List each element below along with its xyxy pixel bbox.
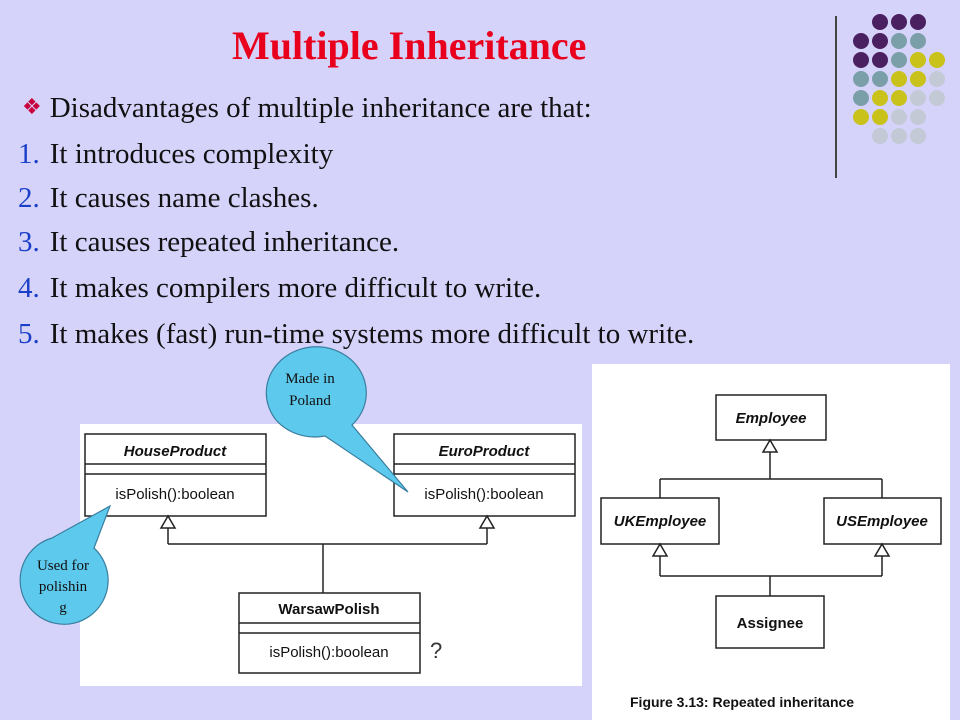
decorative-dot: [910, 71, 926, 87]
list-item: 1. It introduces complexity: [18, 138, 333, 171]
decorative-dot: [891, 33, 907, 49]
left-uml-diagram: HouseProduct isPolish():boolean EuroProd…: [80, 424, 582, 686]
decorative-dot: [891, 52, 907, 68]
list-text: It makes (fast) run-time systems more di…: [49, 318, 695, 350]
warsaw-polish-method: isPolish():boolean: [269, 644, 388, 661]
decorative-dot: [910, 33, 926, 49]
decorative-dot: [872, 71, 888, 87]
list-item: 5. It makes (fast) run-time systems more …: [18, 318, 694, 351]
callout-left-line2: polishin: [38, 579, 88, 595]
callout-used-for-polishing: [19, 504, 112, 625]
list-number: 4.: [18, 272, 40, 304]
decorative-dot: [929, 71, 945, 87]
euro-product-method: isPolish():boolean: [424, 486, 543, 503]
decorative-dot: [872, 14, 888, 30]
decorative-dot: [853, 33, 869, 49]
assignee-label: Assignee: [737, 615, 804, 632]
decorative-dot: [891, 71, 907, 87]
list-item: 2. It causes name clashes.: [18, 182, 319, 215]
house-product-method: isPolish():boolean: [115, 486, 234, 503]
decorative-dot: [872, 109, 888, 125]
list-text: It introduces complexity: [49, 138, 334, 170]
list-item: 4. It makes compilers more difficult to w…: [18, 272, 541, 305]
callout-top-line1: Made in: [285, 371, 335, 387]
slide-title: Multiple Inheritance: [232, 23, 587, 68]
list-text: It causes name clashes.: [49, 182, 319, 214]
callout-top-line2: Poland: [289, 393, 331, 409]
figure-caption: Figure 3.13: Repeated inheritance: [630, 694, 854, 710]
euro-product-label: EuroProduct: [439, 443, 531, 460]
decorative-dot: [929, 90, 945, 106]
list-text: It makes compilers more difficult to wri…: [49, 272, 542, 304]
list-number: 3.: [18, 226, 40, 258]
employee-label: Employee: [736, 410, 807, 427]
callout-top-text: Made in Poland: [270, 368, 350, 412]
list-number: 1.: [18, 138, 40, 170]
decorative-dot: [872, 33, 888, 49]
house-product-label: HouseProduct: [124, 443, 228, 460]
list-number: 5.: [18, 318, 40, 350]
uk-employee-label: UKEmployee: [614, 513, 707, 530]
callout-left-text: Used for polishin g: [28, 556, 98, 619]
decorative-dot: [872, 128, 888, 144]
intro-text: Disadvantages of multiple inheritance ar…: [49, 92, 592, 124]
decorative-divider: [835, 16, 837, 178]
decorative-dot: [910, 128, 926, 144]
decorative-dot: [910, 52, 926, 68]
warsaw-polish-label: WarsawPolish: [278, 601, 379, 618]
diamond-bullet-icon: ❖: [22, 94, 42, 119]
right-uml-diagram: Employee UKEmployee USEmployee Assignee …: [592, 364, 950, 720]
decorative-dot: [853, 90, 869, 106]
question-mark: ?: [430, 638, 442, 663]
intro-line: ❖ Disadvantages of multiple inheritance a…: [22, 92, 592, 125]
callout-made-in-poland: [265, 346, 409, 493]
decorative-dot: [891, 14, 907, 30]
decorative-dot: [910, 109, 926, 125]
decorative-dot: [872, 90, 888, 106]
decorative-dot: [910, 14, 926, 30]
decorative-dot: [853, 52, 869, 68]
list-number: 2.: [18, 182, 40, 214]
decorative-dot: [891, 109, 907, 125]
decorative-dot: [891, 128, 907, 144]
decorative-dot: [853, 71, 869, 87]
callout-left-line1: Used for: [36, 558, 90, 574]
decorative-dot: [929, 52, 945, 68]
callout-left-line3: g: [59, 600, 67, 616]
us-employee-label: USEmployee: [836, 513, 928, 530]
list-text: It causes repeated inheritance.: [49, 226, 400, 258]
decorative-dot: [910, 90, 926, 106]
decorative-dot: [853, 109, 869, 125]
list-item: 3. It causes repeated inheritance.: [18, 226, 399, 259]
decorative-dot: [872, 52, 888, 68]
decorative-dot: [891, 90, 907, 106]
